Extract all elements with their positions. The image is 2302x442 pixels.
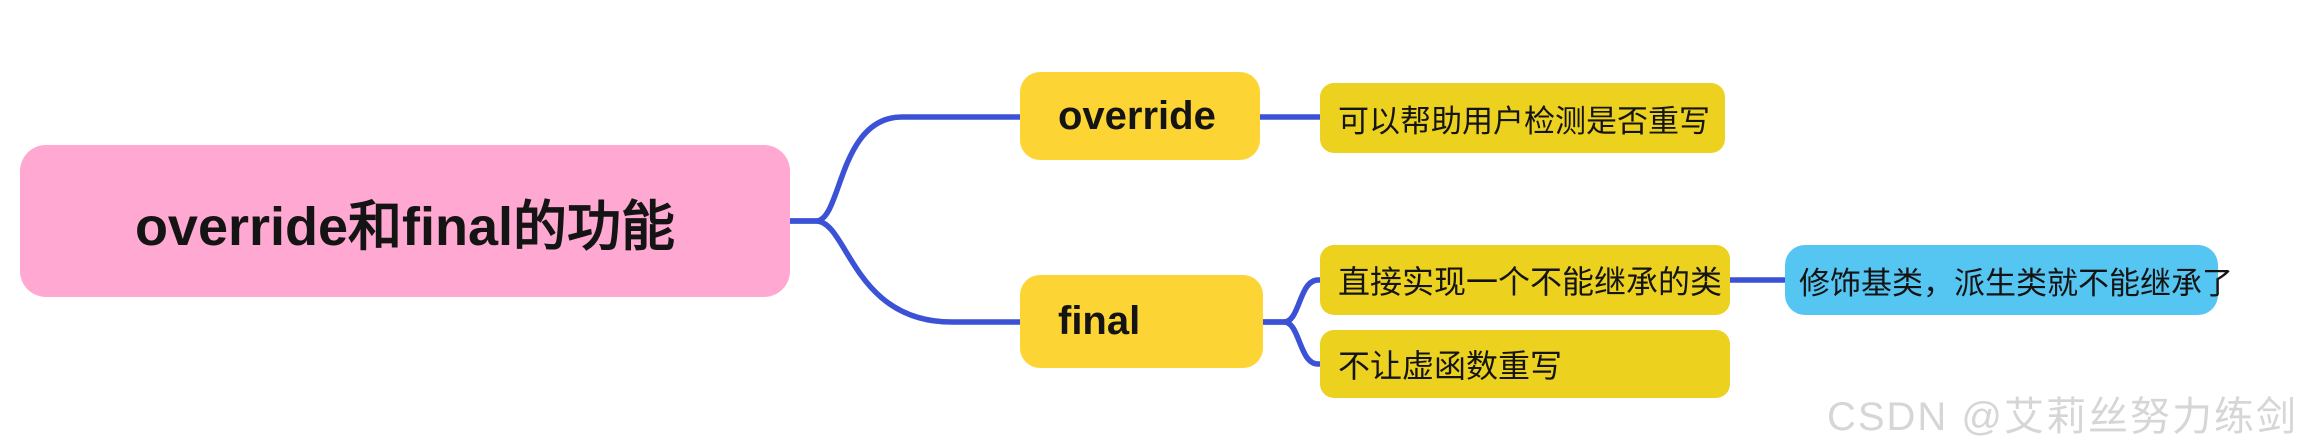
connector-final-to-leaf1 <box>1260 277 1323 325</box>
topic-node-override[interactable]: override <box>1020 72 1260 160</box>
leaf-node-label: 直接实现一个不能继承的类 <box>1338 264 1723 300</box>
connector-root-to-final <box>787 218 1023 325</box>
root-node-label: override和final的功能 <box>134 196 676 257</box>
root-node-override-final-gongneng[interactable]: override和final的功能 <box>20 145 790 297</box>
topic-node-final-label: final <box>1058 299 1141 343</box>
connector-final-to-leaf2 <box>1260 319 1323 367</box>
leaf-node-final-no-virtual-override[interactable]: 不让虚函数重写 <box>1320 330 1730 398</box>
highlight-node-label: 修饰基类，派生类就不能继承了 <box>1799 265 2233 301</box>
topic-node-override-label: override <box>1058 93 1216 138</box>
highlight-node-modify-base-class[interactable]: 修饰基类，派生类就不能继承了 <box>1785 245 2233 315</box>
leaf-node-override-detect-rewrite[interactable]: 可以帮助用户检测是否重写 <box>1320 83 1725 153</box>
leaf-node-final-non-inheritable-class[interactable]: 直接实现一个不能继承的类 <box>1320 245 1730 315</box>
leaf-node-label: 可以帮助用户检测是否重写 <box>1338 103 1710 139</box>
connector-root-to-override <box>787 114 1023 224</box>
csdn-watermark: CSDN @艾莉丝努力练剑 <box>1826 395 2298 439</box>
topic-node-final[interactable]: final <box>1020 275 1263 368</box>
leaf-node-label: 不让虚函数重写 <box>1338 348 1563 384</box>
